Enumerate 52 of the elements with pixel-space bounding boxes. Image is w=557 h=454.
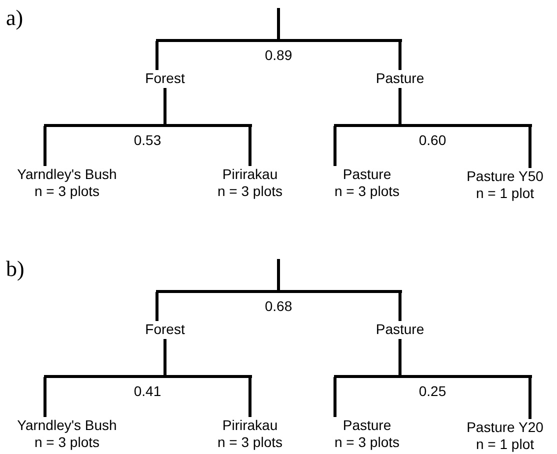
plot-count: n = 3 plots	[334, 434, 400, 451]
panel-letter: b)	[6, 257, 24, 281]
panel-letter: a)	[6, 6, 24, 30]
dendrogram-branch	[277, 8, 280, 41]
similarity-value: 0.68	[264, 298, 292, 314]
leaf-label: Yarndley's Bush	[17, 417, 117, 434]
cluster-bar	[44, 124, 252, 146]
dendrogram-branch	[528, 126, 532, 168]
leaf-label: Pasture Y20	[466, 419, 544, 436]
dendrogram-branch	[398, 292, 402, 321]
cluster-label: Pasture	[376, 70, 424, 87]
leaf-label: Pasture	[342, 166, 392, 183]
dendrogram-branch	[398, 88, 402, 126]
cluster-bar	[334, 374, 532, 396]
plot-count: n = 3 plots	[218, 434, 282, 451]
similarity-value: 0.25	[418, 382, 446, 398]
dendrogram-branch	[248, 377, 252, 417]
cluster-bar	[156, 38, 402, 60]
dendrogram-branch	[334, 377, 336, 417]
dendrogram-branch	[277, 259, 280, 292]
similarity-value: 0.41	[134, 382, 162, 398]
dendrogram-branch	[528, 377, 532, 419]
dendrogram-branch	[44, 126, 46, 166]
dendrogram-branch	[398, 339, 402, 377]
similarity-value: 0.89	[264, 46, 292, 62]
cluster-label: Forest	[145, 321, 185, 338]
dendrogram-branch	[248, 126, 252, 166]
dendrogram-branch	[334, 126, 336, 166]
dendrogram-branch	[156, 41, 158, 70]
dendrogram-branch	[156, 292, 158, 321]
dendrogram-branch	[164, 339, 166, 377]
cluster-bar	[156, 290, 402, 312]
cluster-bar	[334, 124, 532, 146]
cluster-label: Forest	[145, 70, 185, 87]
leaf-label: Pirirakau	[222, 166, 278, 183]
similarity-value: 0.53	[134, 132, 162, 148]
plot-count: n = 1 plot	[476, 436, 534, 453]
cluster-bar	[44, 374, 252, 396]
leaf-label: Pasture	[342, 417, 392, 434]
leaf-label: Yarndley's Bush	[17, 166, 117, 183]
dendrogram-branch	[398, 41, 402, 70]
plot-count: n = 1 plot	[476, 185, 534, 202]
cluster-label: Pasture	[376, 321, 424, 338]
plot-count: n = 3 plots	[334, 183, 400, 200]
leaf-label: Pirirakau	[222, 417, 278, 434]
dendrogram-branch	[44, 377, 46, 417]
plot-count: n = 3 plots	[34, 434, 100, 451]
plot-count: n = 3 plots	[218, 183, 282, 200]
dendrogram-branch	[164, 88, 166, 126]
similarity-value: 0.60	[418, 132, 446, 148]
leaf-label: Pasture Y50	[466, 168, 544, 185]
plot-count: n = 3 plots	[34, 183, 100, 200]
